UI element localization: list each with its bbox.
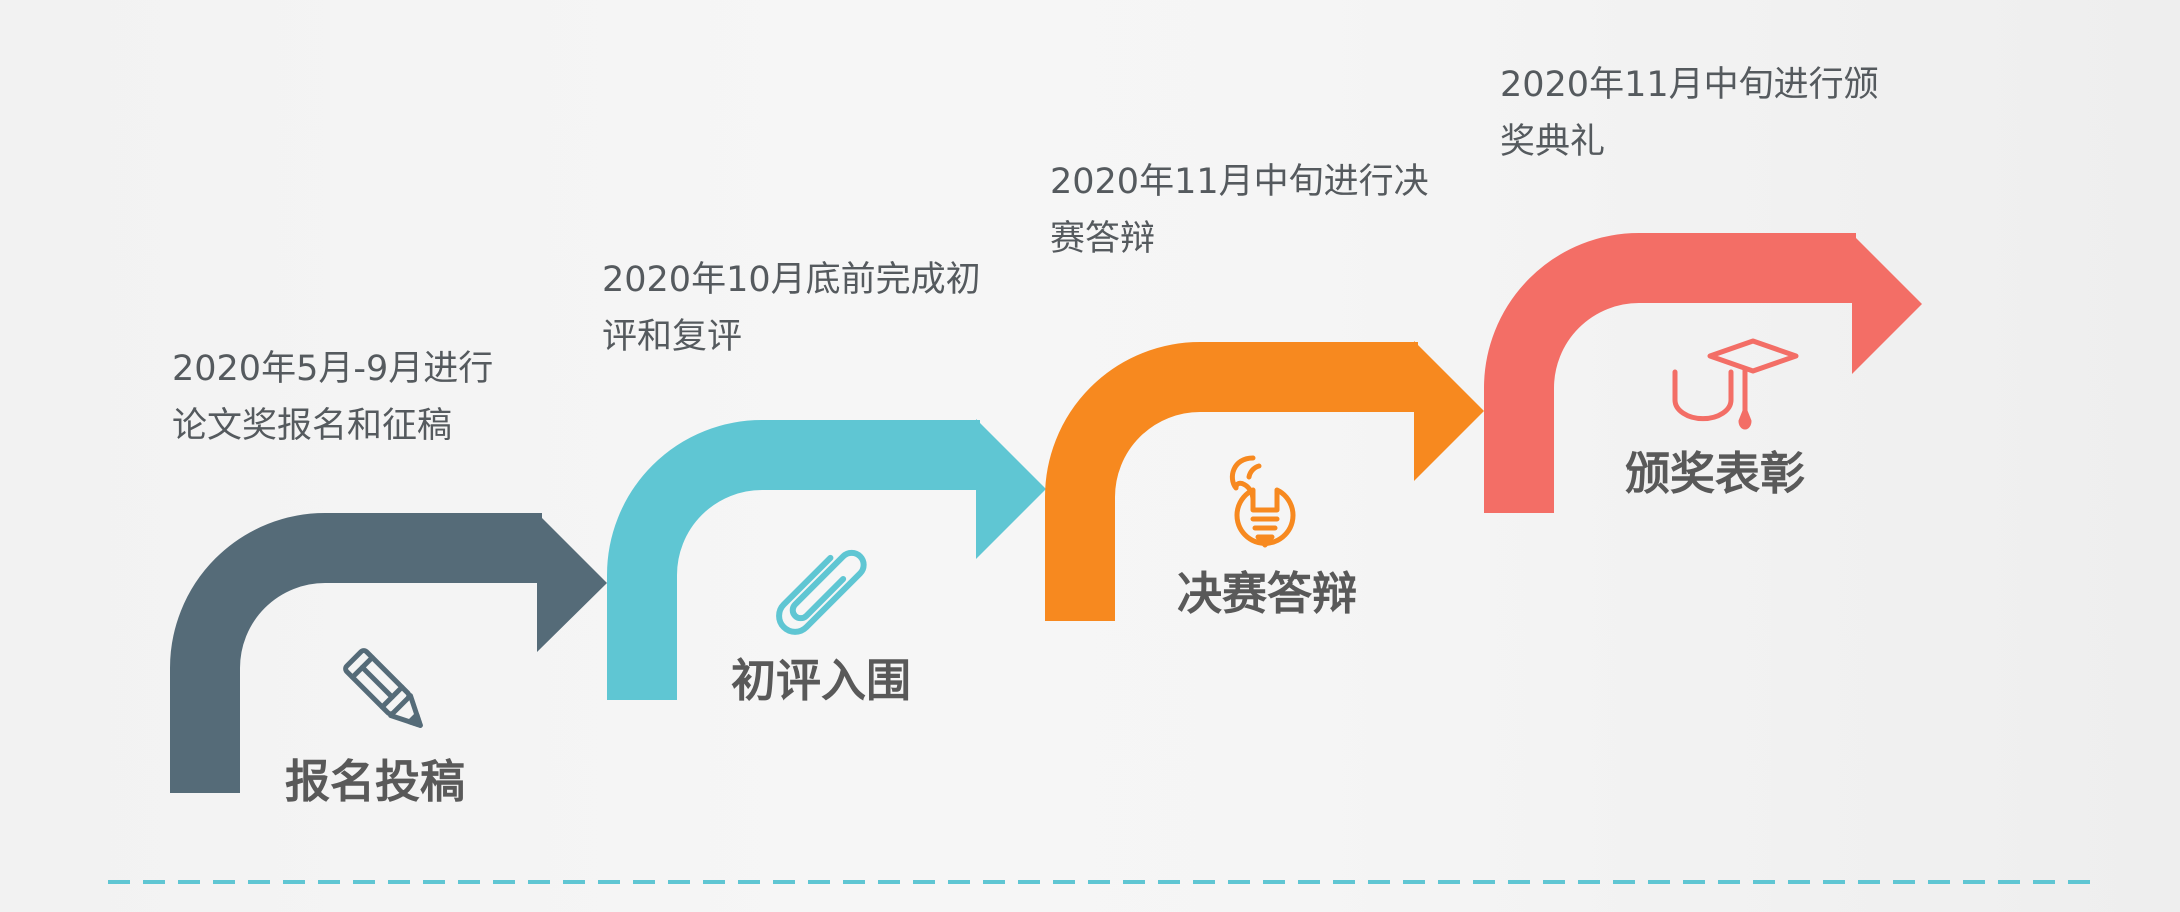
step-2-title: 初评入围 — [731, 654, 912, 707]
step-3-description: 2020年11月中旬进行决赛答辩 — [1050, 162, 1429, 259]
step-4-arrow-head — [1852, 234, 1922, 374]
step-2-description: 2020年10月底前完成初评和复评 — [602, 260, 981, 357]
step-2-arrow-body — [607, 420, 980, 700]
step-1-title: 报名投稿 — [285, 755, 466, 808]
step-2-arrow — [607, 419, 1046, 700]
step-3-title: 决赛答辩 — [1177, 567, 1358, 620]
step-4-arrow-body — [1484, 233, 1856, 513]
step-1-description: 2020年5月-9月进行论文奖报名和征稿 — [172, 349, 494, 446]
lightbulb-icon — [1229, 455, 1296, 548]
step-3-arrow — [1045, 341, 1484, 621]
paperclip-icon — [776, 549, 867, 635]
step-1-arrow-body — [170, 513, 542, 793]
step-4-description: 2020年11月中旬进行颁奖典礼 — [1500, 65, 1879, 162]
step-2-arrow-head — [976, 419, 1046, 559]
step-4-arrow — [1484, 233, 1922, 513]
step-4-title: 颁奖表彰 — [1625, 447, 1806, 500]
step-1-arrow-head — [537, 512, 607, 652]
step-3-arrow-head — [1414, 341, 1484, 481]
pencil-icon — [343, 648, 423, 728]
graduation-cap-icon — [1672, 338, 1799, 430]
step-3-arrow-body — [1045, 342, 1418, 621]
step-1-arrow — [170, 512, 607, 793]
